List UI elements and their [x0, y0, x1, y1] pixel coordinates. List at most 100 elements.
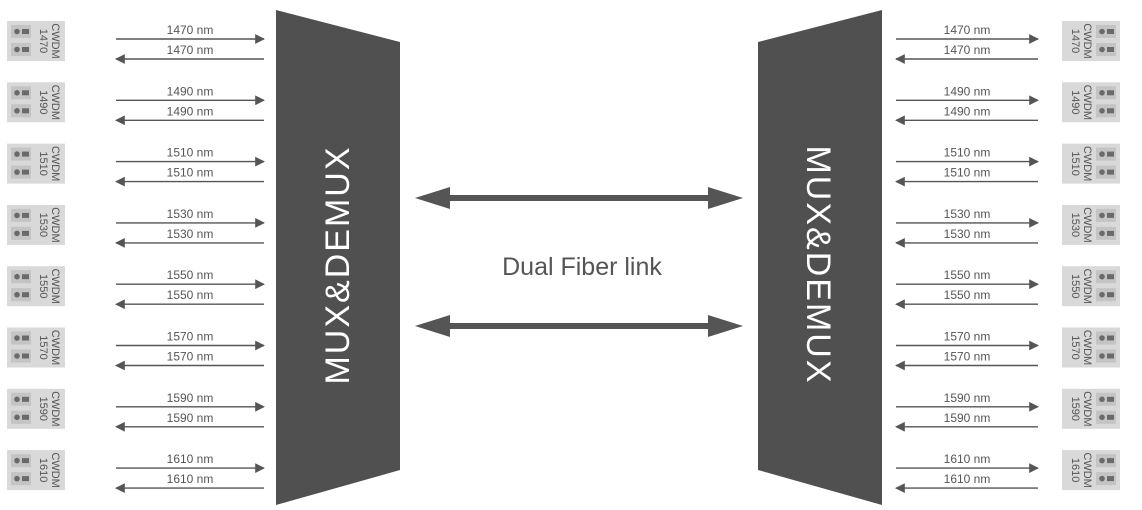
left-tx-arrow: 1590 nm — [116, 391, 265, 412]
module-wavelength-text: 1550 — [1069, 274, 1081, 298]
left-tx-arrow: 1490 nm — [116, 84, 265, 106]
right-mux-block — [758, 10, 882, 505]
rx-wavelength-label: 1470 nm — [167, 43, 214, 57]
rx-wavelength-label: 1610 nm — [167, 472, 214, 486]
module-wavelength-text: 1590 — [37, 397, 49, 421]
module-name-text: CWDM — [49, 146, 61, 181]
module-port-dot — [1099, 28, 1105, 35]
tx-wavelength-label: 1550 nm — [167, 268, 214, 282]
module-port — [11, 288, 31, 302]
module-name-text: CWDM — [49, 452, 61, 487]
module-port-dot — [1099, 212, 1105, 219]
rx-wavelength-label: 1590 nm — [944, 411, 991, 425]
module-port-pin — [1107, 90, 1114, 96]
module-port-dot — [14, 475, 20, 482]
right-tx-arrow: 1570 nm — [896, 330, 1039, 351]
right-rx-arrow: 1530 nm — [895, 227, 1038, 248]
right-mux-label: MUX&DEMUX — [799, 145, 837, 384]
module-wavelength-text: 1570 — [1069, 335, 1081, 359]
left-rx-arrow: 1550 nm — [115, 288, 264, 310]
module-port — [11, 392, 31, 406]
left-tx-arrow: 1570 nm — [116, 330, 265, 351]
module-name-text: CWDM — [49, 391, 61, 426]
fiber-link-arrow-top — [415, 187, 743, 209]
module-port — [1096, 86, 1116, 100]
module-port — [11, 165, 31, 179]
module-port-dot — [1099, 457, 1105, 464]
tx-wavelength-label: 1610 nm — [167, 452, 214, 466]
module-port — [1096, 392, 1116, 406]
module-port — [11, 147, 31, 161]
module-port — [1096, 104, 1116, 118]
right-tx-arrow: 1490 nm — [896, 84, 1039, 106]
module-name-text: CWDM — [49, 23, 61, 58]
module-name-text: CWDM — [1081, 330, 1093, 365]
rx-wavelength-label: 1490 nm — [167, 104, 214, 118]
module-name-text: CWDM — [1081, 268, 1093, 303]
rx-wavelength-label: 1570 nm — [944, 350, 991, 364]
module-wavelength-text: 1610 — [37, 458, 49, 482]
module-port — [1096, 288, 1116, 302]
dual-fiber-link-label: Dual Fiber link — [502, 253, 662, 281]
module-name-text: CWDM — [49, 268, 61, 303]
module-port-pin — [22, 47, 29, 52]
rx-wavelength-label: 1530 nm — [167, 227, 214, 241]
module-port-pin — [1107, 108, 1114, 114]
module-port — [1096, 331, 1116, 345]
module-port-pin — [1107, 353, 1114, 359]
module-wavelength-text: 1610 — [1069, 458, 1081, 482]
tx-wavelength-label: 1470 nm — [944, 23, 991, 37]
module-name-text: CWDM — [49, 330, 61, 365]
left-tx-arrow: 1510 nm — [116, 146, 265, 167]
module-port-dot — [14, 108, 20, 114]
module-port-dot — [1099, 151, 1105, 157]
module-port-pin — [22, 169, 29, 175]
module-port-pin — [1107, 47, 1114, 52]
tx-wavelength-label: 1610 nm — [944, 452, 991, 466]
module-port-dot — [14, 169, 20, 175]
module-wavelength-text: 1550 — [37, 274, 49, 298]
right-tx-arrow: 1510 nm — [896, 146, 1039, 167]
module-port-dot — [14, 335, 20, 341]
module-port-dot — [1099, 108, 1105, 114]
left-rx-arrow: 1590 nm — [115, 411, 264, 432]
right-rx-arrow: 1510 nm — [895, 166, 1038, 187]
module-port — [1096, 43, 1116, 56]
right-rx-arrow: 1470 nm — [895, 43, 1038, 64]
left-tx-arrow: 1550 nm — [116, 268, 265, 290]
module-port-pin — [22, 396, 29, 402]
left-tx-arrow: 1610 nm — [116, 452, 265, 474]
module-port-pin — [22, 108, 29, 114]
right-tx-arrow: 1550 nm — [896, 268, 1039, 290]
left-mux-label: MUX&DEMUX — [319, 145, 357, 384]
module-port — [11, 349, 31, 363]
module-port-pin — [22, 151, 29, 157]
tx-wavelength-label: 1550 nm — [944, 268, 991, 282]
module-port — [1096, 226, 1116, 240]
module-wavelength-text: 1530 — [1069, 213, 1081, 237]
module-port-dot — [1099, 335, 1105, 341]
